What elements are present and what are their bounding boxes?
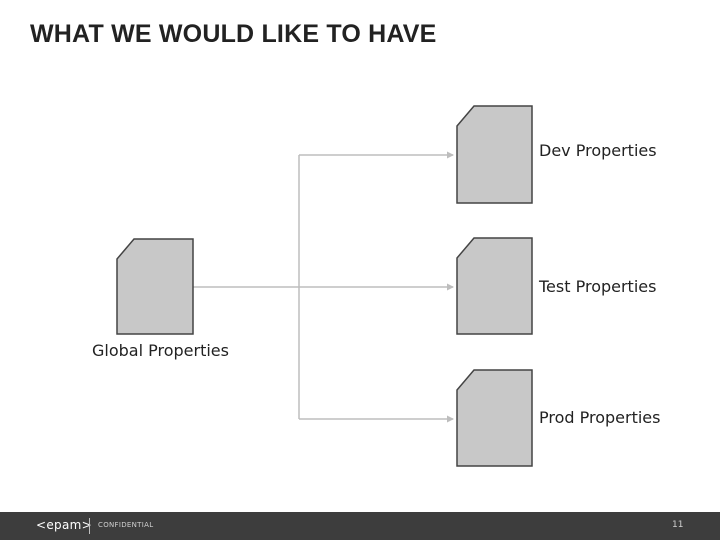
epam-logo: <epam> [36,518,92,532]
global-properties-label: Global Properties [92,341,229,360]
footer-divider [89,518,90,534]
confidential-label: CONFIDENTIAL [98,521,154,529]
footer-bar: <epam> CONFIDENTIAL 11 [0,512,720,540]
global-properties-document-icon [116,238,194,335]
dev-properties-document-icon [456,105,533,204]
properties-diagram [116,105,533,467]
test-properties-label: Test Properties [539,277,657,296]
test-properties-document-icon [456,237,533,335]
page-number: 11 [672,520,684,530]
connectors [193,151,454,423]
prod-properties-document-icon [456,369,533,467]
slide-title: WHAT WE WOULD LIKE TO HAVE [30,20,437,48]
prod-properties-label: Prod Properties [539,408,661,427]
dev-properties-label: Dev Properties [539,141,657,160]
